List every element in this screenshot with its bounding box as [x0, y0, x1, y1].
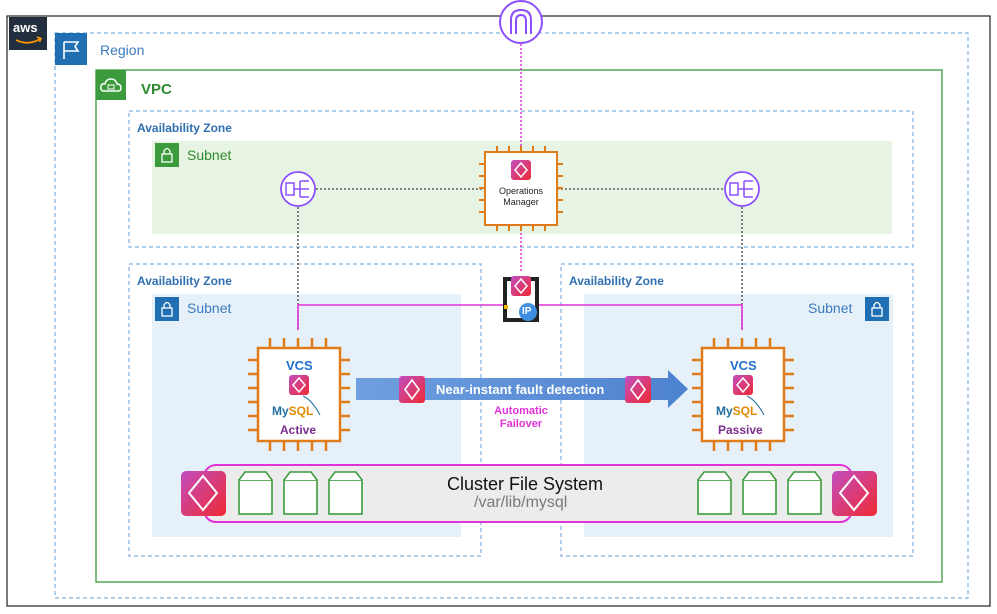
vpc-boundary	[95, 69, 943, 583]
right-availability-zone	[560, 263, 914, 557]
cluster-file-system-path: /var/lib/mysql	[474, 494, 568, 511]
active-node-state: Active	[280, 423, 317, 437]
cluster-file-system-title: Cluster File System	[447, 474, 604, 494]
right-subnet-label: Subnet	[808, 300, 853, 316]
active-node-title: VCS	[286, 358, 313, 373]
fault-detection-label: Near-instant fault detection	[436, 382, 605, 397]
left-volume-icon-1	[238, 471, 273, 515]
left-availability-zone	[128, 263, 482, 557]
right-storage-logo-icon	[832, 471, 877, 516]
left-volume-icon-2	[283, 471, 318, 515]
left-zone-label: Availability Zone	[137, 274, 232, 288]
aws-logo	[9, 17, 47, 50]
automatic-failover-label: Automatic Failover	[494, 405, 548, 430]
aws-logo-text: aws	[13, 20, 38, 35]
region-label: Region	[100, 42, 145, 58]
virtual-ip-label: IP	[522, 306, 532, 317]
passive-node-state: Passive	[718, 423, 763, 437]
aws-smile-icon	[15, 38, 41, 44]
veritas-logo-icon	[511, 160, 531, 180]
passive-vcs-node	[692, 338, 794, 451]
operations-manager-label: Operations Manager	[498, 186, 544, 207]
passive-node-mysql-logo: MySQL	[716, 404, 758, 418]
right-volume-icon-2	[742, 471, 777, 515]
active-vcs-node	[248, 338, 350, 451]
virtual-ip-icon	[503, 276, 539, 322]
left-volume-icon-3	[328, 471, 363, 515]
passive-node-title: VCS	[730, 358, 757, 373]
right-volume-icon-1	[697, 471, 732, 515]
right-subnet-lock-icon	[865, 297, 889, 321]
vpc-label: VPC	[141, 81, 172, 98]
left-storage-logo-icon	[181, 471, 226, 516]
fault-detection-arrow	[356, 370, 688, 408]
right-load-balancer-icon	[724, 171, 760, 207]
top-subnet-label: Subnet	[187, 147, 232, 163]
region-flag-icon	[55, 33, 87, 65]
active-node-mysql-logo: MySQL	[272, 404, 314, 418]
right-volume-icon-3	[787, 471, 822, 515]
left-load-balancer-icon	[280, 171, 316, 207]
right-zone-label: Availability Zone	[569, 274, 664, 288]
internet-gateway-icon	[499, 0, 543, 44]
left-subnet-label: Subnet	[187, 300, 232, 316]
top-zone-label: Availability Zone	[137, 121, 232, 135]
top-subnet-lock-icon	[155, 143, 179, 167]
left-subnet-lock-icon	[155, 297, 179, 321]
